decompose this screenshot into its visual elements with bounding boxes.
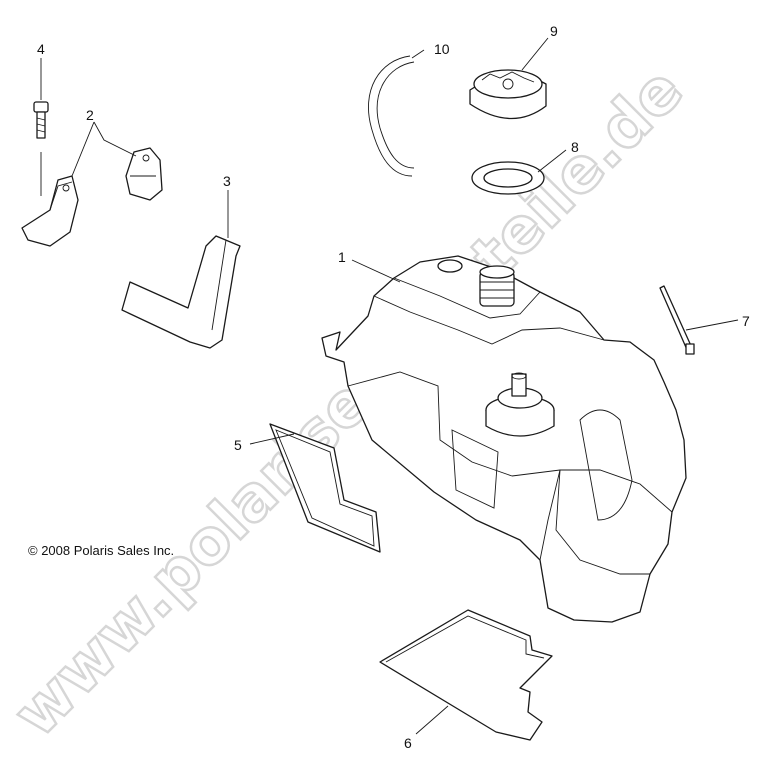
leader-6: [415, 705, 449, 735]
part-fuel-tank: [321, 255, 687, 623]
callout-2: 2: [86, 107, 94, 123]
part-bolt: [33, 101, 49, 196]
leader-5: [249, 433, 295, 445]
part-brackets: [21, 147, 163, 247]
copyright-text: © 2008 Polaris Sales Inc.: [28, 543, 174, 558]
callout-6: 6: [404, 735, 412, 751]
callout-9: 9: [550, 23, 558, 39]
leader-1: [351, 259, 401, 283]
callout-1: 1: [338, 249, 346, 265]
callout-7: 7: [742, 313, 750, 329]
part-fuel-cap: [469, 69, 547, 120]
callout-8: 8: [571, 139, 579, 155]
part-gasket: [471, 161, 545, 195]
callout-5: 5: [234, 437, 242, 453]
callout-3: 3: [223, 173, 231, 189]
part-strap: [659, 285, 695, 355]
part-pad-bottom: [379, 609, 553, 741]
callout-10: 10: [434, 41, 450, 57]
part-pad-side: [269, 423, 381, 553]
part-hose: [368, 55, 415, 177]
part-pad-l: [121, 235, 241, 349]
leader-2: [71, 121, 137, 177]
leader-8: [537, 149, 567, 173]
leader-10: [411, 49, 425, 59]
leader-7: [685, 319, 739, 331]
callout-4: 4: [37, 41, 45, 57]
leader-9: [521, 37, 549, 71]
